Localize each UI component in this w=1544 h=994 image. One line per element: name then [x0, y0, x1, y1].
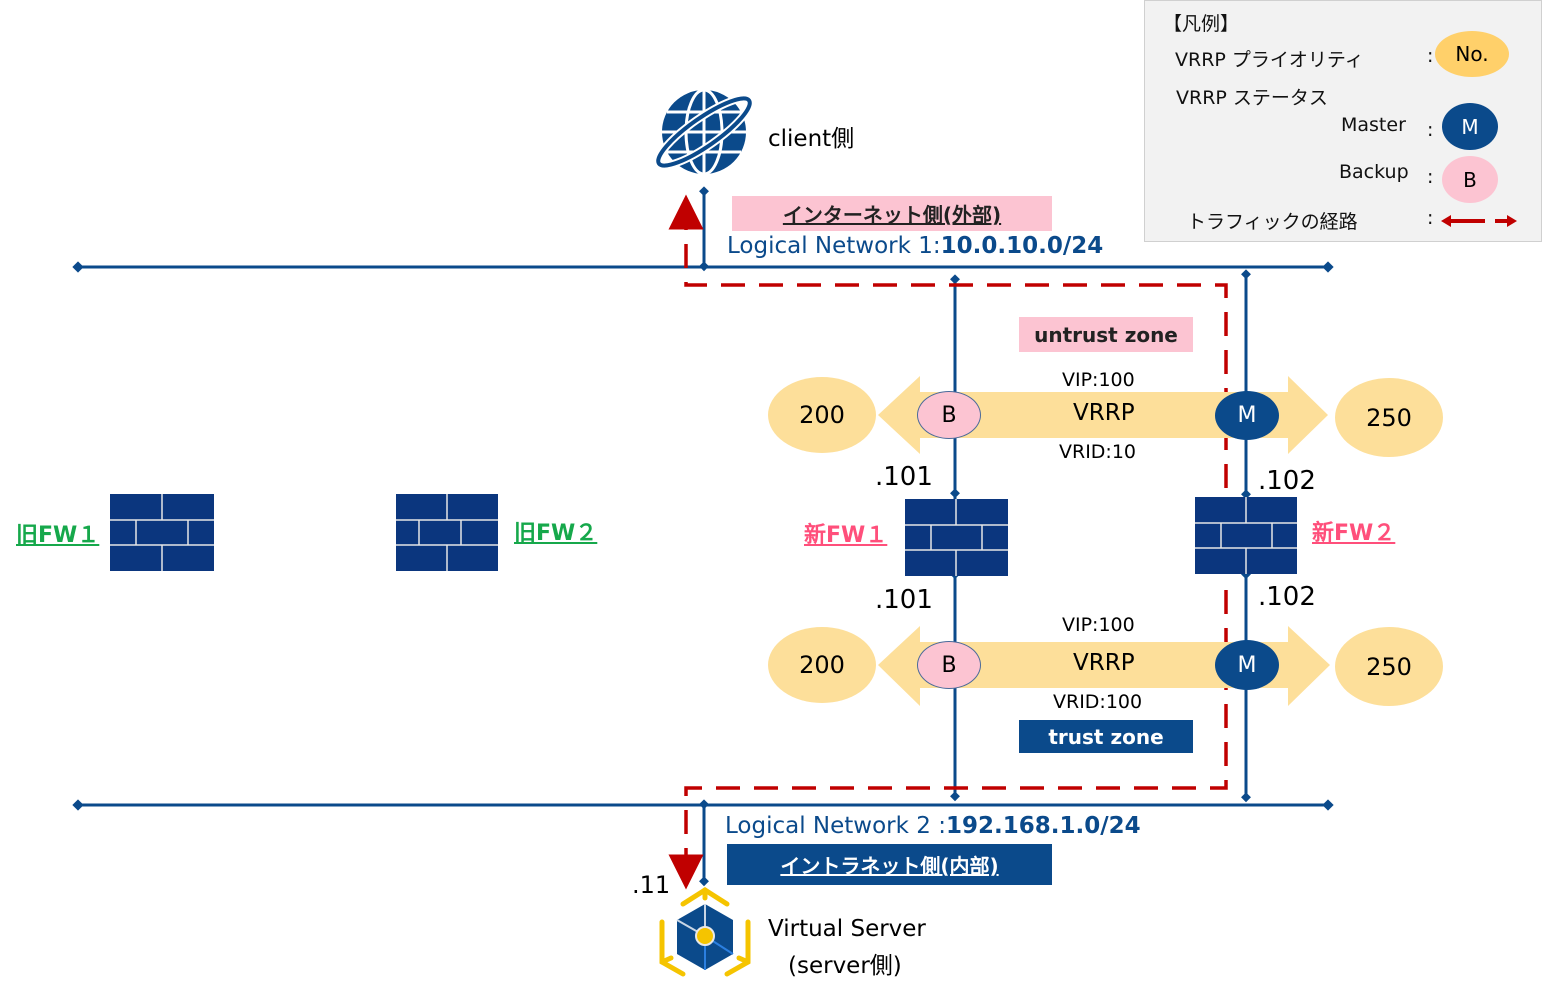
legend-colon: : [1427, 207, 1434, 229]
legend-colon: : [1427, 166, 1434, 188]
legend-backup-sample: B [1442, 156, 1498, 203]
logical-network-2-label: Logical Network 2 :192.168.1.0/24 [725, 813, 1141, 839]
untrust-vip: VIP:100 [1062, 369, 1135, 391]
server-label: Virtual Server [768, 916, 926, 942]
priority-badge-fw1-trust: 200 [768, 627, 876, 703]
server-sublabel: (server側) [788, 953, 902, 979]
network-2-cidr: 192.168.1.0/24 [945, 813, 1141, 839]
legend-colon: : [1427, 119, 1434, 141]
legend-traffic-label: トラフィックの経路 [1187, 211, 1358, 233]
trust-zone-label: trust zone [1019, 720, 1193, 753]
fw1-untrust-ip: .101 [875, 462, 933, 492]
master-state-badge-untrust: M [1215, 391, 1279, 440]
client-label: client側 [768, 126, 855, 152]
network-1-prefix: Logical Network 1: [727, 233, 941, 259]
firewall-icon [1195, 497, 1297, 574]
new-fw2-label: 新FW２ [1312, 521, 1396, 546]
server-link [699, 799, 709, 887]
trust-vrid: VRID:100 [1053, 691, 1143, 713]
fw1-trust-ip: .101 [875, 585, 933, 615]
traffic-arrow-icon [1441, 215, 1517, 227]
untrust-zone-label: untrust zone [1019, 317, 1193, 352]
external-zone-label: インターネット側(外部) [732, 196, 1052, 231]
old-fw2-label: 旧FW２ [514, 521, 598, 546]
priority-badge-fw1-untrust: 200 [768, 377, 876, 453]
firewall-icon [905, 499, 1008, 576]
legend-colon: : [1427, 45, 1434, 67]
legend-master-sample: M [1442, 103, 1498, 150]
legend-priority-label: VRRP プライオリティ [1175, 49, 1364, 71]
globe-icon [654, 88, 754, 176]
network-2-prefix: Logical Network 2 : [725, 813, 946, 839]
backup-state-badge-untrust: B [917, 391, 981, 439]
client-link [699, 186, 709, 272]
untrust-vrrp-label: VRRP [1073, 400, 1135, 426]
network-1-cidr: 10.0.10.0/24 [940, 233, 1104, 259]
legend-backup-label: Backup [1339, 161, 1409, 183]
fw2-trust-ip: .102 [1258, 582, 1316, 612]
legend-title: 【凡例】 [1163, 13, 1240, 35]
priority-badge-fw2-trust: 250 [1335, 627, 1443, 706]
legend-master-label: Master [1341, 114, 1406, 136]
firewall-icon [396, 494, 498, 571]
backup-state-badge-trust: B [917, 641, 981, 689]
trust-vrrp-label: VRRP [1073, 650, 1135, 676]
vrrp-arrow-trust [878, 626, 1330, 706]
trust-vip: VIP:100 [1062, 614, 1135, 636]
vrrp-arrow-untrust [878, 376, 1328, 454]
logical-network-1-label: Logical Network 1:10.0.10.0/24 [727, 233, 1103, 259]
old-fw1-label: 旧FW１ [16, 523, 100, 548]
server-ip: .11 [632, 871, 671, 899]
legend-status-label: VRRP ステータス [1176, 87, 1328, 109]
traffic-path [668, 194, 1228, 890]
internal-zone-label: イントラネット側(内部) [727, 844, 1052, 885]
master-state-badge-trust: M [1215, 640, 1279, 690]
untrust-vrid: VRID:10 [1059, 441, 1137, 463]
firewall-icon [110, 494, 214, 571]
legend-panel: 【凡例】 VRRP プライオリティ : No. VRRP ステータス Maste… [1144, 0, 1542, 242]
virtual-server-icon [659, 887, 751, 977]
priority-badge-fw2-untrust: 250 [1335, 378, 1443, 457]
fw2-untrust-ip: .102 [1258, 466, 1316, 496]
new-fw1-label: 新FW１ [804, 523, 888, 548]
legend-priority-sample: No. [1435, 31, 1509, 77]
